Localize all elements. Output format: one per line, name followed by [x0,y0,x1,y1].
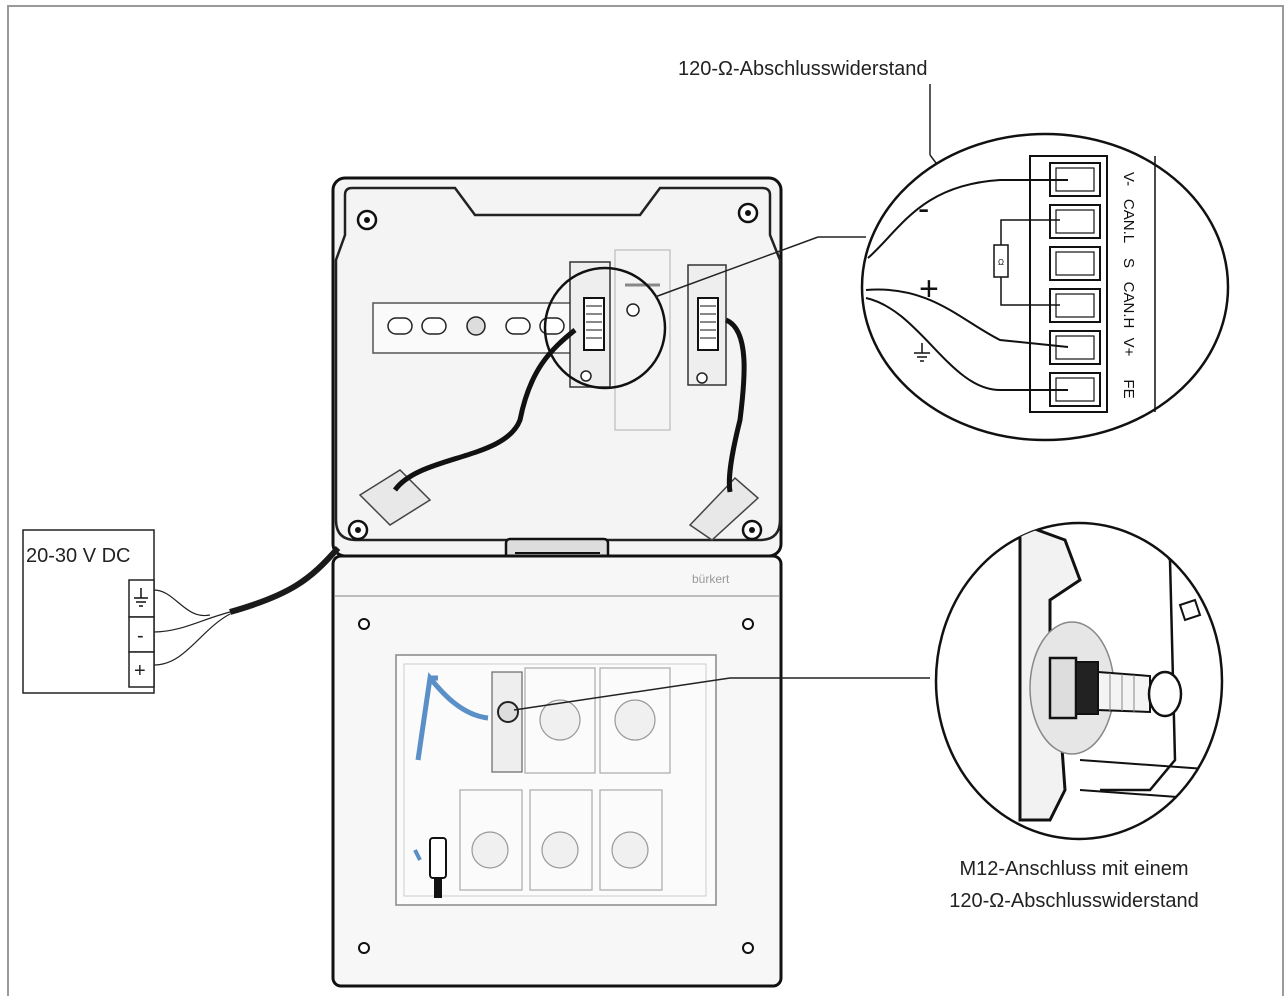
supply-cable [229,546,341,615]
screw-icon [742,618,754,630]
screw-icon [742,942,754,954]
resistor-callout-title: 120-Ω-Abschlusswiderstand [678,58,928,80]
terminal-label-can-h: CAN.H [1120,282,1137,329]
m12-callout-line1: M12-Anschluss mit einem [960,858,1189,880]
power-supply: 20-30 V DC - + [22,529,341,694]
m12-detail-magnifier [934,521,1224,841]
m12-connector [497,701,519,723]
wire-fe [865,297,1068,391]
screw-icon [358,618,370,630]
wire-minus [867,179,1068,259]
terminal-label-v-plus: V+ [1120,338,1137,357]
wire-plus [865,288,1069,348]
leader-line [513,677,731,711]
ground-icon [914,343,930,362]
resistor-symbol: Ω [998,258,1004,267]
outer-frame [7,5,1284,996]
ground-icon [134,588,148,607]
m12-callout-line2: 120-Ω-Abschlusswiderstand [949,890,1199,912]
minus-sign: - [918,190,929,228]
plus-sign: + [919,270,939,308]
detail-marker-circle [543,266,667,390]
power-supply-label: 20-30 V DC [26,545,131,567]
terminal-label-fe: FE [1120,379,1137,398]
terminal-block [1029,155,1108,413]
terminal-label-s: S [1120,258,1137,268]
power-minus: - [137,625,144,647]
internal-cable-right [724,317,747,493]
power-plus: + [134,660,146,682]
brand-text: bürkert [692,572,730,586]
terminal-squares [1049,162,1101,407]
screw-icon [358,942,370,954]
terminal-label-can-l: CAN.L [1120,199,1137,243]
housing: bürkert [331,176,783,988]
internal-cable-left [392,328,577,492]
leader-line [654,236,819,298]
terminal-label-v-minus: V- [1120,172,1137,186]
terminal-detail-magnifier: V- CAN.L S CAN.H V+ FE Ω - + [860,132,1230,442]
